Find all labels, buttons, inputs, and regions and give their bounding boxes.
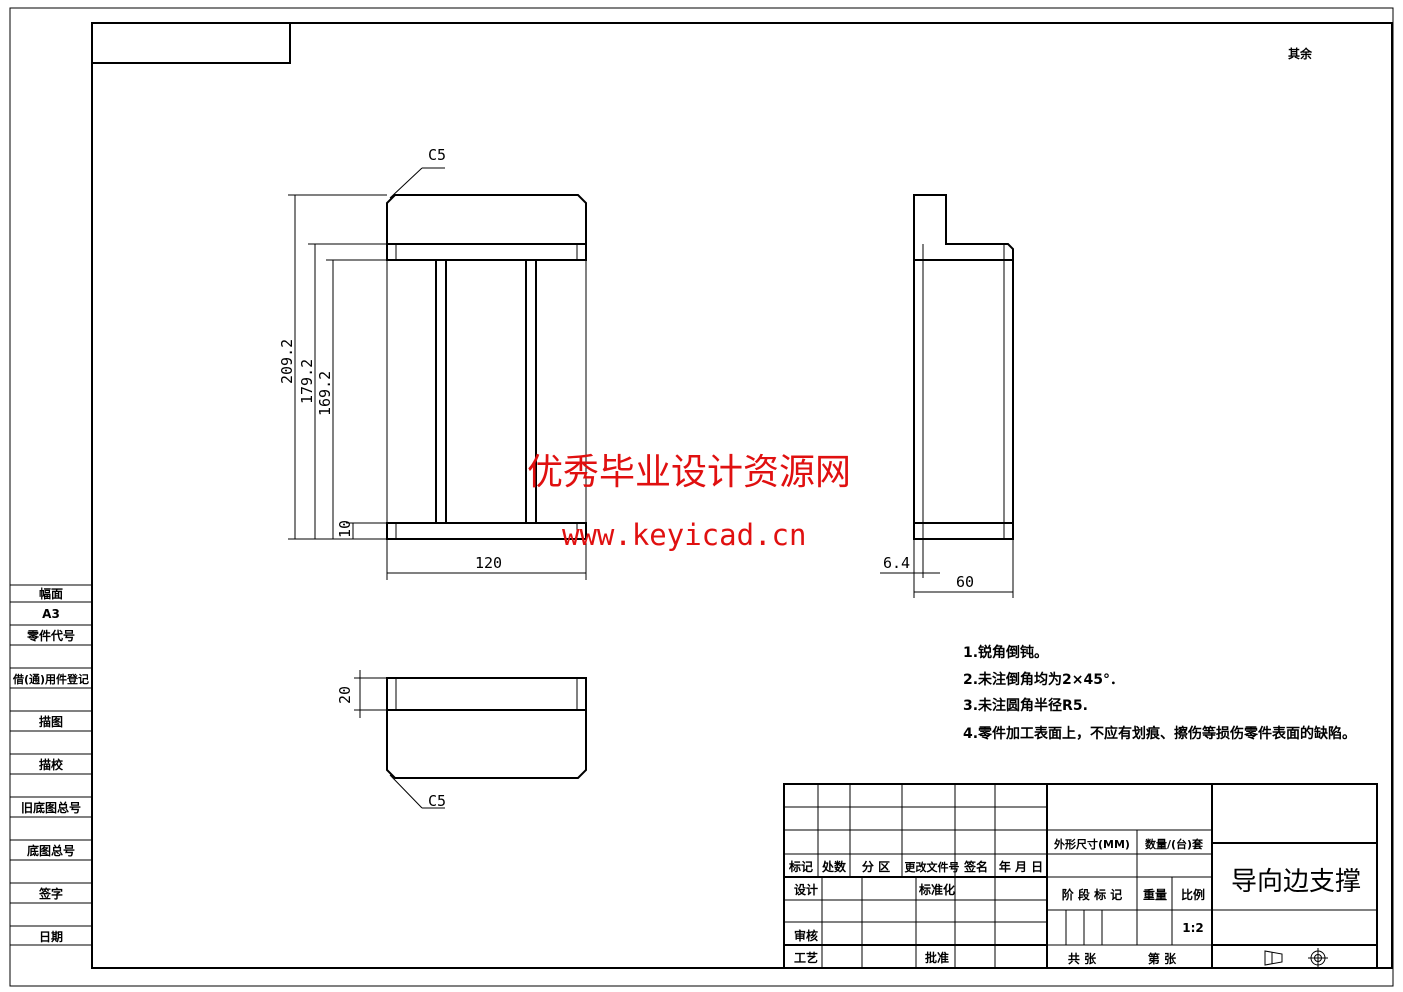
note-2: 2.未注倒角均为2×45°．	[963, 671, 1124, 688]
dim-20: 20	[336, 686, 354, 704]
strip-signature: 签字	[38, 886, 63, 901]
hdr-date: 年 月 日	[999, 859, 1043, 874]
side-view: 6.4 60	[880, 194, 1014, 598]
strip-trace-check: 描校	[39, 757, 64, 772]
dim-60: 60	[956, 573, 974, 591]
strip-base-no: 底图总号	[27, 843, 75, 858]
label-stage-mark: 阶 段 标 记	[1062, 887, 1123, 902]
strip-part-code: 零件代号	[26, 628, 75, 643]
label-standardize: 标准化	[918, 882, 955, 897]
dim-179: 179.2	[298, 359, 316, 404]
hdr-count: 处数	[821, 859, 847, 874]
strip-old-base-no: 旧底图总号	[21, 800, 81, 815]
scale-value: 1:2	[1182, 921, 1204, 935]
dim-209: 209.2	[278, 339, 296, 384]
strip-borrow-reg: 借(通)用件登记	[12, 672, 89, 686]
label-sheet-no: 第 张	[1148, 951, 1177, 966]
strip-date: 日期	[39, 929, 63, 944]
code-box	[91, 22, 291, 64]
roughness-note: 其余	[1288, 46, 1313, 61]
label-weight: 重量	[1143, 887, 1167, 902]
dim-6-4: 6.4	[883, 554, 910, 572]
note-4: 4.零件加工表面上，不应有划痕、擦伤等损伤零件表面的缺陷。	[963, 725, 1356, 742]
label-total-sheets: 共 张	[1068, 951, 1097, 966]
title-block: 标记 处数 分 区 更改文件号 签名 年 月 日 设计 标准化 审核 工艺 批准…	[783, 783, 1378, 969]
left-strip: 幅面 A3 零件代号 借(通)用件登记 描图 描校 旧底图总号 底图总号 签字 …	[9, 584, 93, 946]
strip-trace: 描图	[39, 714, 63, 729]
strip-a3: A3	[42, 607, 60, 621]
dim-169: 169.2	[316, 371, 334, 416]
inner-frame	[91, 22, 1393, 969]
label-scale: 比例	[1181, 887, 1205, 902]
strip-format: 幅面	[39, 586, 63, 601]
chamfer-label-top: C5	[428, 146, 446, 164]
hdr-sign: 签名	[963, 859, 988, 874]
note-1: 1.锐角倒钝。	[963, 644, 1048, 661]
part-name: 导向边支撑	[1231, 867, 1361, 897]
chamfer-label-bottom: C5	[428, 792, 446, 810]
label-approve: 批准	[925, 950, 949, 965]
label-outline-size: 外形尺寸(MM)	[1053, 837, 1130, 851]
note-3: 3.未注圆角半径R5.	[963, 697, 1088, 714]
watermark-url: www.keyicad.cn	[562, 518, 807, 552]
hdr-zone: 分 区	[862, 859, 890, 874]
watermark-title: 优秀毕业设计资源网	[527, 452, 852, 493]
hdr-mark: 标记	[788, 859, 813, 874]
hdr-change-doc: 更改文件号	[905, 860, 960, 874]
technical-notes: 1.锐角倒钝。 2.未注倒角均为2×45°． 3.未注圆角半径R5. 4.零件加…	[963, 644, 1356, 742]
dim-10: 10	[336, 520, 354, 538]
label-design: 设计	[794, 882, 818, 897]
front-view: C5 209.2 179.2 169.2 10 120	[278, 146, 587, 580]
projection-symbol-icon	[1264, 948, 1328, 968]
label-quantity: 数量/(台)套	[1145, 837, 1204, 851]
top-view: 20 C5	[336, 670, 587, 810]
dim-120: 120	[475, 554, 502, 572]
label-process: 工艺	[794, 950, 818, 965]
label-review: 审核	[794, 928, 818, 943]
